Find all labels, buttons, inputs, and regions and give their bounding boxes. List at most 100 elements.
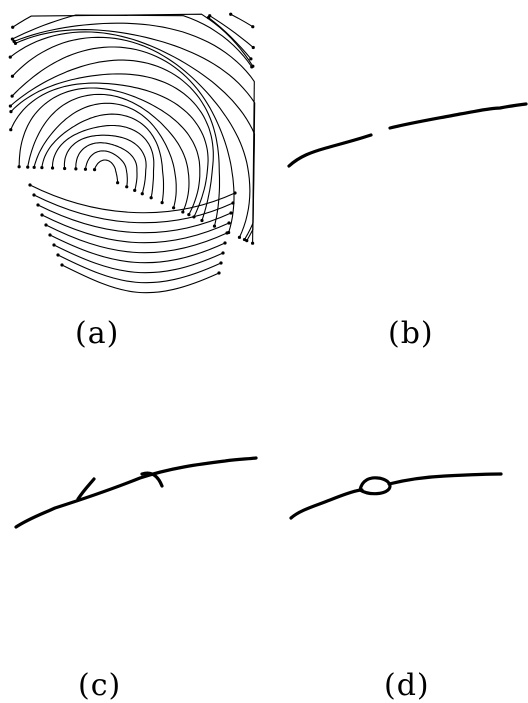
ridge-endpoint <box>221 251 225 255</box>
ridge-line <box>11 14 253 68</box>
ridge-line <box>57 254 222 284</box>
ridge-line <box>33 102 177 209</box>
ridge-line <box>84 150 128 188</box>
panel-label-a: (a) <box>75 316 120 351</box>
main-ridge <box>14 456 258 529</box>
ridge-line <box>207 17 252 60</box>
ridge-endpoint <box>229 211 233 215</box>
ridge-endpoint <box>251 25 255 29</box>
ridge-endpoint <box>140 192 144 196</box>
ridge-endpoint <box>172 206 176 210</box>
ridge-endpoint <box>249 57 253 61</box>
ridge-endpoint <box>251 64 255 68</box>
main-ridge <box>289 472 503 520</box>
ridge-endpoint <box>245 238 249 243</box>
ridge-endpoint <box>160 201 164 205</box>
ridge-line <box>51 124 155 199</box>
ridge-line <box>45 224 228 254</box>
ridge-endpoint <box>133 188 137 192</box>
fingerprint-ridge-skeleton <box>8 12 256 294</box>
ridge-endpoint <box>116 181 120 185</box>
ridge-endpoint <box>225 231 229 235</box>
ridge-endpoint <box>50 166 55 170</box>
ridge-endpoint <box>187 213 191 217</box>
ridge-endpoint <box>223 241 227 245</box>
ridge-segment-left <box>287 133 373 168</box>
loop <box>358 476 392 496</box>
ridge-endpoint <box>60 263 64 267</box>
ridge-line <box>13 22 255 244</box>
ridge-endpoint <box>149 196 153 200</box>
ridge-line <box>41 214 230 244</box>
ridge-endpoint <box>17 165 21 169</box>
broken-ridge <box>287 102 528 168</box>
ridge-endpoint <box>219 261 223 265</box>
ridge-with-spurs <box>14 456 258 529</box>
ridge-line <box>9 59 221 227</box>
ridge-line <box>33 194 234 224</box>
ridge-line <box>12 13 254 67</box>
ridge-endpoint <box>10 74 15 78</box>
ridge-endpoint <box>9 128 13 132</box>
ridge-endpoint <box>12 39 16 43</box>
spur-right <box>140 471 164 488</box>
ridge-endpoint <box>237 235 242 239</box>
ridge-endpoint <box>125 185 129 189</box>
ridge-endpoint <box>217 271 221 275</box>
ridge-line <box>18 87 201 216</box>
ridge-endpoint <box>63 166 67 171</box>
ridge-endpoint <box>56 253 60 257</box>
ridge-line <box>230 13 254 28</box>
ridge-line <box>9 31 256 241</box>
ridge-line <box>10 82 209 218</box>
ridge-endpoint <box>11 25 15 29</box>
ridge-endpoint <box>48 233 52 237</box>
ridge-endpoint <box>10 94 14 98</box>
ridge-line <box>11 46 235 234</box>
ridge-endpoint <box>200 218 204 223</box>
ridge-line <box>49 234 226 264</box>
ridge-endpoint <box>181 210 185 214</box>
ridge-endpoint <box>40 166 44 170</box>
ridge-endpoint <box>227 221 231 225</box>
ridge-endpoint <box>44 223 48 227</box>
ridge-endpoint <box>9 109 13 114</box>
ridge-endpoint <box>8 55 12 59</box>
ridge-line <box>63 134 147 195</box>
ridge-endpoint <box>92 168 97 172</box>
ridge-endpoint <box>208 14 212 18</box>
ridge-endpoint <box>250 241 255 245</box>
ridge-line <box>75 142 138 191</box>
ridge-line <box>10 73 214 222</box>
ridge-endpoint <box>40 213 44 217</box>
ridge-endpoint <box>83 167 88 171</box>
ridge-line <box>209 15 254 49</box>
ridge-endpoint <box>231 201 235 205</box>
ridge-endpoint <box>28 183 32 187</box>
ridge-line <box>53 244 224 274</box>
ridge-endpoint <box>32 193 36 197</box>
ridge-endpoint <box>52 243 56 247</box>
ridge-line <box>61 264 220 294</box>
spur-left <box>76 477 96 501</box>
ridge-endpoint <box>36 203 40 207</box>
ridge-endpoint <box>32 165 36 169</box>
ridge-endpoint <box>10 37 14 41</box>
ridge-line <box>37 204 232 234</box>
ridge-endpoint <box>212 224 217 228</box>
ridge-with-loop <box>289 472 503 520</box>
ridge-endpoint <box>74 167 78 171</box>
ridge-line <box>41 113 165 204</box>
panel-label-d: (d) <box>384 668 430 703</box>
ridge-line <box>11 36 251 238</box>
ridge-endpoint <box>8 104 12 108</box>
ridge-line <box>29 184 236 214</box>
panel-label-b: (b) <box>388 316 434 351</box>
panel-label-c: (c) <box>78 668 122 703</box>
ridge-endpoint <box>229 12 233 16</box>
ridge-endpoint <box>233 191 237 195</box>
ridge-endpoint <box>26 165 30 169</box>
ridge-segment-right <box>388 102 528 130</box>
ridge-line <box>94 159 119 184</box>
